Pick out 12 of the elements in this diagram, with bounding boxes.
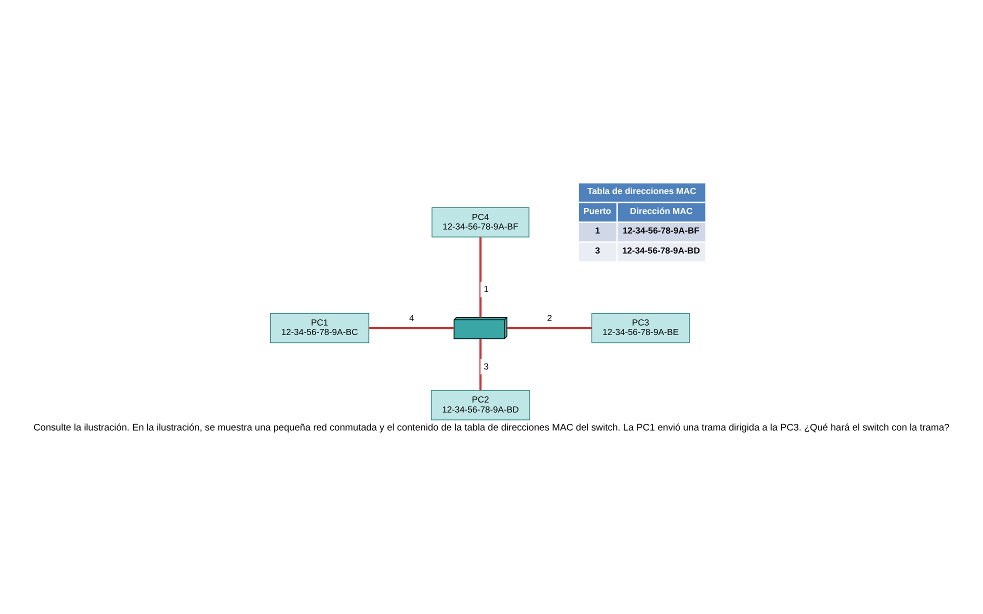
edge-label: 1 <box>484 284 489 294</box>
caption: Consulte la ilustración. En la ilustración, se muestra una pequeña red conmutada y el contenido de la tabla de direcciones MAC del switch. La PC1 envió una trama dirigida a la PC3. ¿Qué hará el switch con la trama? <box>34 422 950 433</box>
label: 3 <box>595 245 600 256</box>
edge-label: 3 <box>484 360 489 371</box>
edge-label: 2 <box>547 312 552 322</box>
label: Puerto <box>583 205 612 216</box>
label: Dirección MAC <box>630 205 693 216</box>
edge-label: 4 <box>409 312 414 322</box>
label: 12-34-56-78-9A-BD <box>622 245 700 256</box>
label: 1 <box>595 225 600 236</box>
label: Tabla de direcciones MAC <box>587 186 696 196</box>
label: 12-34-56-78-9A-BF <box>622 225 700 236</box>
